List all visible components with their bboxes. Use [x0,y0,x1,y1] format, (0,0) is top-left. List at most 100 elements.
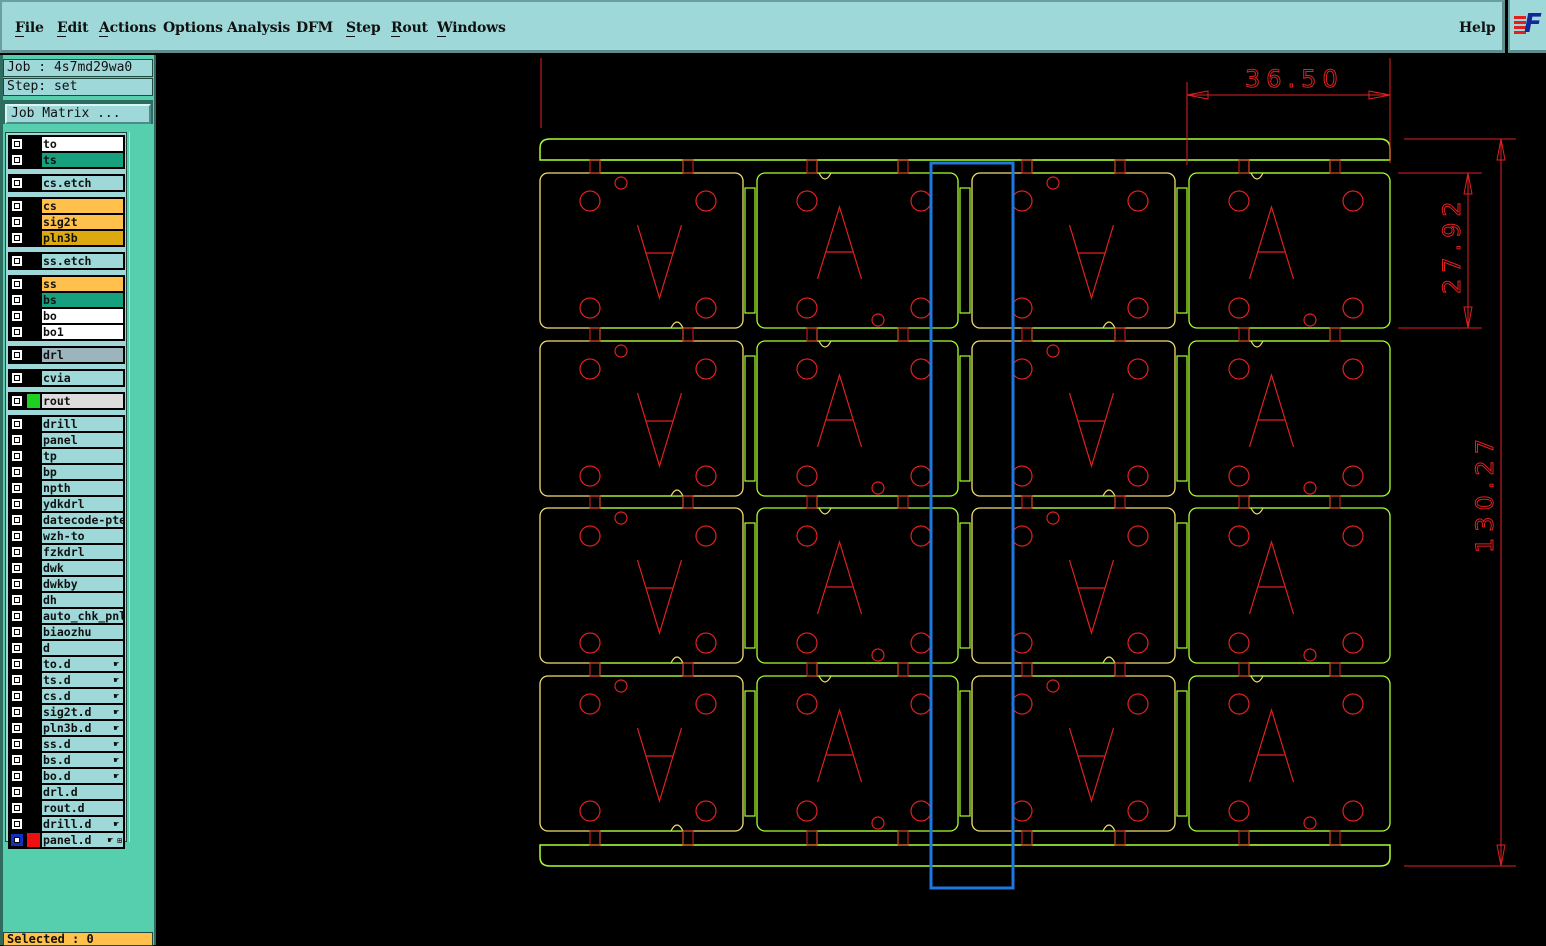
layer-checkbox[interactable] [11,530,23,542]
layer-row-bo[interactable]: bo [8,308,125,324]
layer-name[interactable]: to [42,137,123,151]
layer-name[interactable]: fzkdrl [42,545,123,559]
layer-name[interactable]: auto_chk_pnl [42,609,123,623]
layer-name[interactable]: ss [42,277,123,291]
layer-checkbox[interactable] [11,754,23,766]
layer-name[interactable]: drl [42,348,123,362]
layer-row-bp[interactable]: bp [8,464,125,480]
layer-name[interactable]: datecode-pte [42,513,123,527]
layer-name[interactable]: bo1 [42,325,123,339]
layer-name[interactable]: panel [42,433,123,447]
layer-row-cs.etch[interactable]: cs.etch [8,175,125,191]
layer-row-drill.d[interactable]: drill.d☛ [8,816,125,832]
layer-row-datecode-pte[interactable]: datecode-pte [8,512,125,528]
menu-windows[interactable]: Windows [437,20,506,37]
layer-row-ts[interactable]: ts [8,152,125,168]
layer-row-tp[interactable]: tp [8,448,125,464]
menu-edit[interactable]: Edit [57,20,89,37]
layer-row-fzkdrl[interactable]: fzkdrl [8,544,125,560]
layer-name[interactable]: bo [42,309,123,323]
layer-checkbox[interactable] [11,326,23,338]
menu-options[interactable]: Options [163,20,223,36]
layer-name[interactable]: npth [42,481,123,495]
layer-name[interactable]: sig2t.d☛ [42,705,123,719]
layer-row-cvia[interactable]: cvia [8,370,125,386]
layer-row-d[interactable]: d [8,640,125,656]
layer-checkbox[interactable] [11,770,23,782]
layer-name[interactable]: cs.etch [42,176,123,190]
menu-analysis[interactable]: Analysis [227,20,291,36]
layer-row-panel.d[interactable]: panel.d☛⊞ [8,832,125,848]
layer-name[interactable]: bs.d☛ [42,753,123,767]
layer-checkbox[interactable] [11,154,23,166]
layer-checkbox[interactable] [11,418,23,430]
layer-name[interactable]: rout [42,394,123,408]
layer-checkbox[interactable] [11,610,23,622]
layer-checkbox[interactable] [11,349,23,361]
layer-name[interactable]: dwkby [42,577,123,591]
layer-checkbox[interactable] [11,255,23,267]
layer-checkbox[interactable] [11,738,23,750]
layer-checkbox[interactable] [11,310,23,322]
layer-name[interactable]: ts [42,153,123,167]
layer-checkbox[interactable] [11,294,23,306]
layer-name[interactable]: panel.d☛⊞ [42,833,123,847]
layer-display-color[interactable] [27,394,40,408]
menu-actions[interactable]: Actions [99,20,157,37]
layer-checkbox[interactable] [11,818,23,830]
layer-checkbox[interactable] [11,722,23,734]
layer-checkbox[interactable] [11,482,23,494]
layer-name[interactable]: d [42,641,123,655]
layer-name[interactable]: drl.d [42,785,123,799]
menu-dfm[interactable]: DFM [296,20,333,36]
layer-name[interactable]: cs [42,199,123,213]
layer-name[interactable]: ydkdrl [42,497,123,511]
layer-name[interactable]: bs [42,293,123,307]
layer-row-biaozhu[interactable]: biaozhu [8,624,125,640]
layer-checkbox[interactable] [11,216,23,228]
layer-checkbox[interactable] [11,434,23,446]
layer-name[interactable]: pln3b.d☛ [42,721,123,735]
layer-checkbox[interactable] [11,642,23,654]
layer-name[interactable]: drill.d☛ [42,817,123,831]
layer-list-scrollbar[interactable] [129,132,154,842]
job-matrix-button[interactable]: Job Matrix ... [5,103,151,124]
layer-checkbox[interactable] [11,674,23,686]
layer-checkbox[interactable] [11,466,23,478]
layer-checkbox[interactable] [11,177,23,189]
layer-row-bs.d[interactable]: bs.d☛ [8,752,125,768]
layer-row-cs.d[interactable]: cs.d☛ [8,688,125,704]
layer-row-rout[interactable]: rout [8,393,125,409]
layer-checkbox[interactable] [11,578,23,590]
layer-name[interactable]: cvia [42,371,123,385]
layer-row-sig2t[interactable]: sig2t [8,214,125,230]
layer-checkbox[interactable] [11,626,23,638]
layer-checkbox[interactable] [11,278,23,290]
layer-checkbox[interactable] [11,372,23,384]
layer-name[interactable]: tp [42,449,123,463]
layer-name[interactable]: ss.d☛ [42,737,123,751]
layer-checkbox[interactable] [11,498,23,510]
layer-name[interactable]: bo.d☛ [42,769,123,783]
layer-checkbox[interactable] [11,834,23,846]
layer-row-npth[interactable]: npth [8,480,125,496]
layer-row-sig2t.d[interactable]: sig2t.d☛ [8,704,125,720]
layer-row-cs[interactable]: cs [8,198,125,214]
layer-checkbox[interactable] [11,138,23,150]
layer-checkbox[interactable] [11,594,23,606]
menu-step[interactable]: Step [346,20,381,37]
layer-row-to.d[interactable]: to.d☛ [8,656,125,672]
layer-row-dh[interactable]: dh [8,592,125,608]
layer-name[interactable]: pln3b [42,231,123,245]
layer-row-bo.d[interactable]: bo.d☛ [8,768,125,784]
layer-row-pln3b[interactable]: pln3b [8,230,125,246]
layer-checkbox[interactable] [11,690,23,702]
layer-name[interactable]: dwk [42,561,123,575]
layer-name[interactable]: wzh-to [42,529,123,543]
layer-row-bo1[interactable]: bo1 [8,324,125,340]
layer-name[interactable]: to.d☛ [42,657,123,671]
layer-row-bs[interactable]: bs [8,292,125,308]
layer-row-ydkdrl[interactable]: ydkdrl [8,496,125,512]
layer-row-dwk[interactable]: dwk [8,560,125,576]
